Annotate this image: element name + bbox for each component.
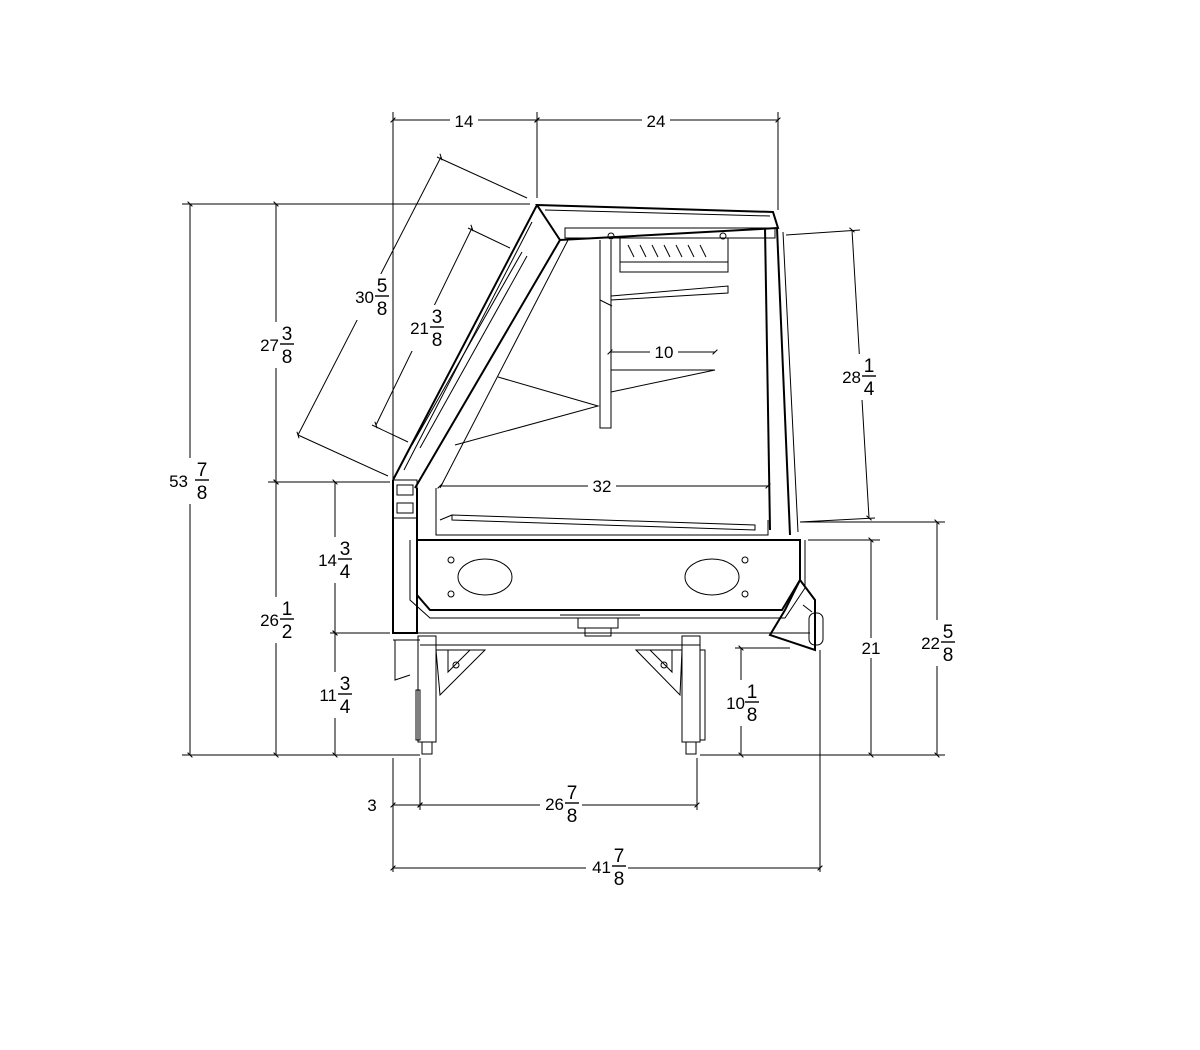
dim-shelf-depth: 10	[655, 343, 674, 362]
svg-text:7: 7	[567, 783, 578, 804]
svg-text:1: 1	[282, 599, 293, 620]
svg-text:11: 11	[319, 686, 337, 705]
svg-text:8: 8	[197, 483, 208, 504]
svg-text:3: 3	[282, 324, 293, 345]
dim-rear-top-height: 22 5 8	[914, 620, 958, 666]
dim-top-front: 14	[455, 112, 474, 131]
dim-overall-depth: 41 7 8	[586, 844, 628, 890]
rear-bumper	[768, 578, 824, 652]
svg-text:3: 3	[340, 674, 351, 695]
dim-overall-height: 53 7 8	[169, 458, 210, 504]
front-rail	[392, 479, 418, 519]
dim-top-rear: 24	[647, 112, 666, 131]
svg-text:28: 28	[842, 368, 861, 387]
svg-text:10: 10	[726, 694, 745, 713]
extension-lines	[182, 112, 945, 872]
svg-text:1: 1	[747, 682, 758, 703]
svg-text:3: 3	[432, 307, 443, 328]
svg-text:8: 8	[282, 347, 293, 368]
base-housing	[392, 480, 806, 637]
svg-text:26: 26	[260, 611, 279, 630]
dim-front-offset: 3	[367, 796, 376, 815]
svg-text:21: 21	[410, 319, 429, 338]
svg-text:22: 22	[921, 634, 940, 653]
svg-text:7: 7	[197, 460, 208, 481]
right-leg	[634, 635, 706, 755]
canopy-light	[607, 232, 729, 273]
svg-text:5: 5	[943, 622, 954, 643]
svg-text:3: 3	[340, 539, 351, 560]
dim-front-panel-height: 14 3 4	[315, 537, 355, 583]
rear-post	[764, 227, 799, 536]
dim-leg-height: 11 3 4	[315, 672, 355, 718]
dim-rear-step-height: 10 1 8	[721, 680, 761, 726]
left-leg	[415, 635, 487, 755]
dim-leg-span: 26 7 8	[540, 781, 582, 827]
svg-text:14: 14	[318, 551, 337, 570]
svg-text:1: 1	[864, 356, 875, 377]
dim-deck-depth: 32	[593, 477, 612, 496]
svg-text:8: 8	[377, 299, 388, 320]
under-frame	[393, 632, 810, 681]
svg-text:30: 30	[355, 288, 374, 307]
svg-text:8: 8	[432, 330, 443, 351]
svg-text:8: 8	[614, 869, 625, 890]
svg-text:7: 7	[614, 846, 625, 867]
svg-text:8: 8	[747, 705, 758, 726]
svg-text:53: 53	[169, 472, 188, 491]
svg-text:26: 26	[545, 795, 564, 814]
svg-text:8: 8	[943, 645, 954, 666]
dim-upper-height: 27 3 8	[254, 322, 296, 368]
svg-text:4: 4	[340, 562, 351, 583]
dim-base-height: 26 1 2	[254, 597, 296, 643]
svg-text:8: 8	[567, 806, 578, 827]
deck-pan	[435, 488, 769, 536]
upper-shelf	[599, 240, 729, 429]
dim-inner-glass-length: 21 3 8	[405, 305, 447, 351]
svg-text:4: 4	[340, 697, 351, 718]
dim-rear-glass-height: 28 1 4	[836, 354, 878, 400]
svg-text:27: 27	[260, 336, 279, 355]
dim-glass-length: 30 5 8	[350, 274, 392, 320]
svg-text:2: 2	[282, 622, 293, 643]
svg-text:41: 41	[592, 858, 611, 877]
svg-text:4: 4	[864, 379, 875, 400]
svg-text:5: 5	[377, 276, 388, 297]
dim-rear-counter-height: 21	[862, 639, 881, 658]
